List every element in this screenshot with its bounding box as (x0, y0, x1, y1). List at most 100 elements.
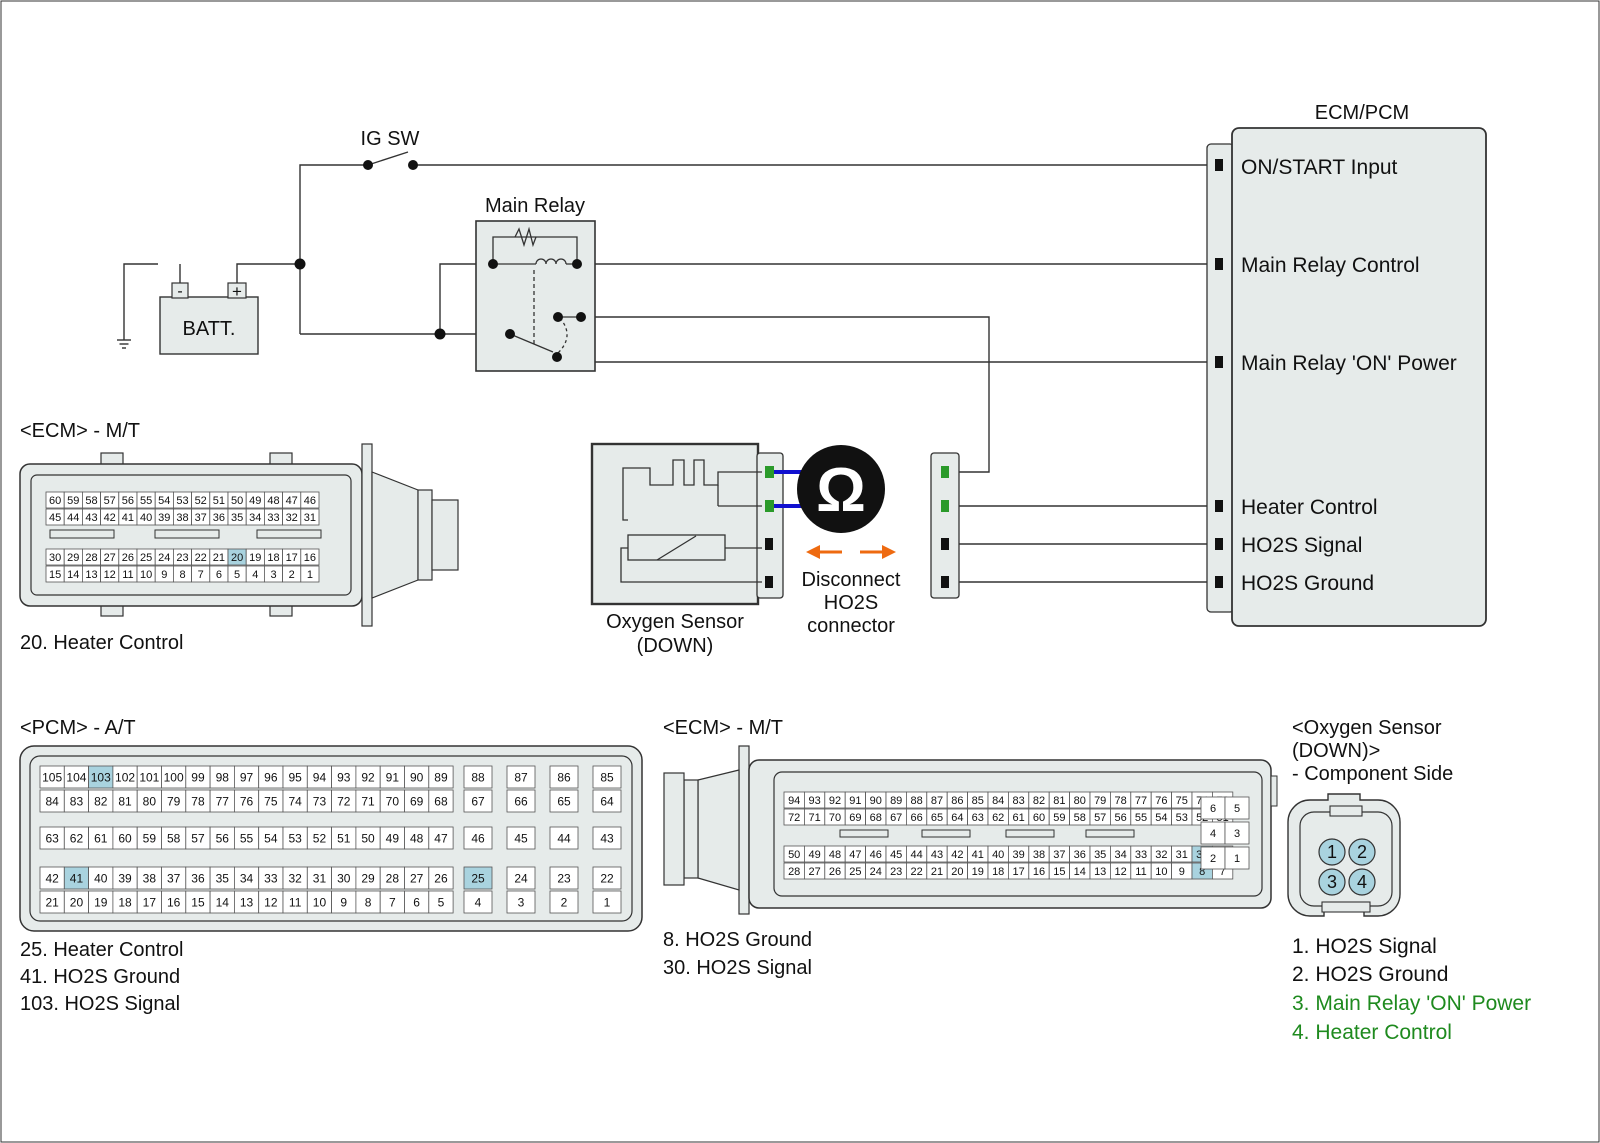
pin-number: 49 (386, 832, 400, 846)
pin-number: 38 (1033, 849, 1045, 861)
pin-cell (463, 866, 493, 890)
pin-number: 1 (1234, 853, 1240, 865)
ecm-pin-label: Main Relay 'ON' Power (1241, 352, 1457, 375)
pin-number: 37 (1053, 849, 1065, 861)
pin-number: 15 (49, 569, 61, 581)
pin-number: 54 (158, 495, 170, 507)
pin-number: 85 (972, 795, 984, 807)
pin-number: 76 (240, 795, 254, 809)
pin-number: 43 (931, 849, 943, 861)
battery-box (159, 296, 259, 355)
pin-number: 79 (167, 795, 181, 809)
ecm-pin-label: HO2S Signal (1241, 534, 1362, 557)
pin-cell (1224, 796, 1250, 820)
pin-number: 34 (1114, 849, 1126, 861)
pin-number: 73 (313, 795, 327, 809)
ecm-bottom-legend-item: 8. HO2S Ground (663, 929, 812, 951)
pin-number: 10 (140, 569, 152, 581)
pin-number: 4 (252, 569, 258, 581)
pin-number: 58 (167, 832, 181, 846)
pin-number: 39 (158, 512, 170, 524)
ecm-pin-label: ON/START Input (1241, 156, 1398, 179)
o2-pin-number: 1 (1327, 842, 1337, 862)
pin-cell (428, 866, 454, 890)
pin-number: 48 (267, 495, 279, 507)
pin-number: 49 (249, 495, 261, 507)
ecm-pin-label: Heater Control (1241, 496, 1378, 519)
pin-number: 5 (438, 896, 445, 910)
pin-cell (549, 890, 579, 914)
pin-number: 103 (91, 771, 111, 785)
pin-number: 48 (410, 832, 424, 846)
ohmmeter-icon (797, 445, 885, 533)
pin-number: 40 (140, 512, 152, 524)
pin-cell (506, 765, 536, 789)
pin-number: 8 (365, 896, 372, 910)
pin-cell (300, 548, 320, 566)
pin-number: 38 (143, 872, 157, 886)
pin-cell (592, 789, 622, 813)
pin-cell (506, 789, 536, 813)
pin-cell (592, 890, 622, 914)
pin-number: 29 (361, 872, 375, 886)
pin-number: 41 (972, 849, 984, 861)
ohm-symbol: Ω (816, 456, 866, 525)
pin-number: 19 (249, 552, 261, 564)
pin-number: 2 (289, 569, 295, 581)
pin-number: 93 (337, 771, 351, 785)
o2-legend-item: 1. HO2S Signal (1292, 935, 1437, 958)
pin-number: 75 (264, 795, 278, 809)
pin-number: 49 (808, 849, 820, 861)
pin-number: 2 (561, 896, 568, 910)
pin-cell (549, 789, 579, 813)
pin-cell (300, 565, 320, 583)
pin-number: 96 (264, 771, 278, 785)
pin-number: 4 (1210, 828, 1216, 840)
pin-number: 66 (514, 795, 528, 809)
pin-cell (1224, 821, 1250, 845)
pin-number: 87 (514, 771, 528, 785)
pin-number: 47 (849, 849, 861, 861)
pin-cell (463, 789, 493, 813)
ecm-pcm-block (1231, 127, 1487, 627)
pin-number: 63 (45, 832, 59, 846)
ecm-mt-bottom-title: <ECM> - M/T (663, 717, 783, 739)
pin-number: 16 (1033, 866, 1045, 878)
pin-cell (1224, 846, 1250, 870)
pin-number: 76 (1155, 795, 1167, 807)
pin-cell (506, 890, 536, 914)
pin-number: 65 (557, 795, 571, 809)
pin-number: 83 (1012, 795, 1024, 807)
pin-number: 60 (118, 832, 132, 846)
pin-number: 57 (1094, 812, 1106, 824)
pin-number: 6 (1210, 803, 1216, 815)
pin-number: 28 (386, 872, 400, 886)
pin-number: 31 (304, 512, 316, 524)
oxygen-sensor-label: Oxygen Sensor (606, 611, 744, 633)
pin-number: 59 (143, 832, 157, 846)
main-relay-label: Main Relay (485, 195, 585, 217)
pin-number: 25 (471, 872, 485, 886)
pin-number: 33 (267, 512, 279, 524)
pin-cell (549, 866, 579, 890)
pin-number: 64 (951, 812, 963, 824)
pin-number: 56 (216, 832, 230, 846)
pin-number: 37 (195, 512, 207, 524)
pin-number: 46 (304, 495, 316, 507)
pin-number: 27 (808, 866, 820, 878)
pin-number: 2 (1210, 853, 1216, 865)
pin-number: 27 (410, 872, 424, 886)
pin-number: 52 (195, 495, 207, 507)
pin-number: 32 (288, 872, 302, 886)
pin-number: 35 (1094, 849, 1106, 861)
pin-number: 1 (307, 569, 313, 581)
pin-number: 55 (140, 495, 152, 507)
pin-number: 83 (70, 795, 84, 809)
pin-number: 20 (70, 896, 84, 910)
pin-number: 12 (264, 896, 278, 910)
pin-number: 8 (1199, 866, 1205, 878)
pin-number: 24 (870, 866, 882, 878)
pin-number: 74 (288, 795, 302, 809)
